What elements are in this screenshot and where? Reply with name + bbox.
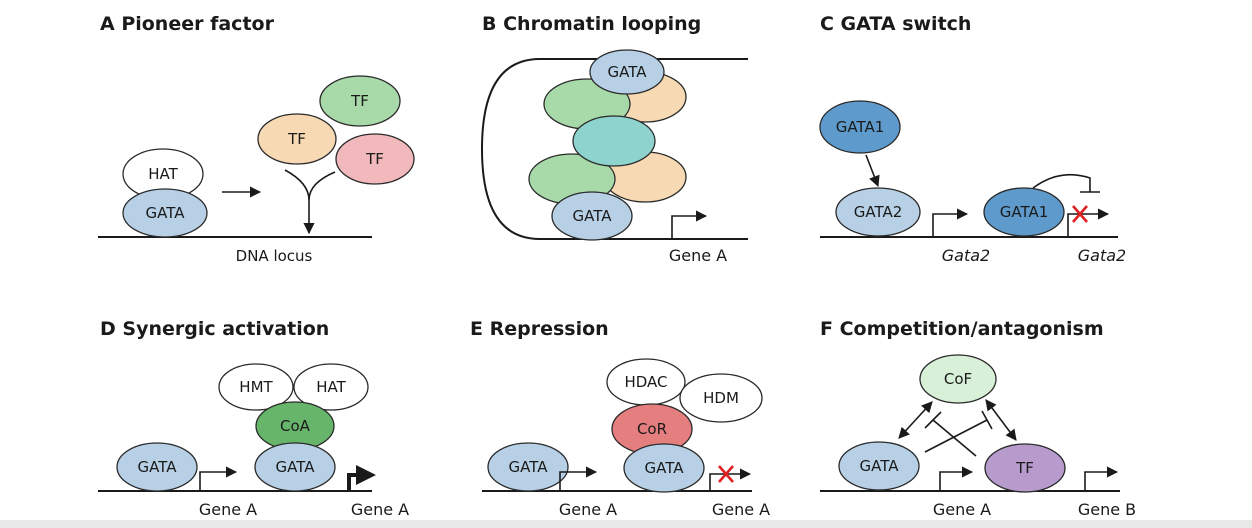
tf-inhibits-gata-bar bbox=[924, 411, 942, 429]
gene-a-repressed-promoter-arrow bbox=[709, 468, 752, 490]
tf-oval-pink bbox=[335, 133, 415, 185]
gata1-label-bound: GATA1 bbox=[1000, 203, 1049, 221]
hdm-oval bbox=[679, 373, 763, 423]
gata-oval-bottom bbox=[551, 191, 633, 241]
gata1-oval-free bbox=[819, 100, 901, 154]
gata-label: GATA bbox=[860, 457, 900, 475]
gene-b-label: Gene B bbox=[1078, 500, 1136, 519]
gata-label-bottom: GATA bbox=[573, 207, 613, 225]
gata-inhibits-tf-line bbox=[924, 419, 988, 453]
factor-oval-teal bbox=[572, 115, 656, 167]
gata-oval bbox=[122, 188, 208, 238]
merge-curve bbox=[284, 169, 336, 201]
hat-oval bbox=[293, 363, 369, 411]
tf-label-green: TF bbox=[350, 92, 369, 110]
cor-label: CoR bbox=[637, 420, 667, 438]
gata-label: GATA bbox=[146, 204, 186, 222]
hdm-label: HDM bbox=[703, 389, 739, 407]
gata-oval-left bbox=[487, 442, 569, 492]
repressed-x-icon bbox=[1072, 205, 1088, 223]
repression-curve bbox=[1032, 173, 1091, 192]
cof-oval bbox=[919, 354, 997, 404]
panel-d: D Synergic activation HMT HAT CoA GATA G… bbox=[98, 318, 409, 519]
panel-a: A Pioneer factor HAT GATA TF TF TF DNA l… bbox=[98, 13, 415, 265]
gata1-label-free: GATA1 bbox=[836, 118, 885, 136]
hdac-label: HDAC bbox=[624, 373, 667, 391]
gata-cof-arrow bbox=[898, 401, 933, 439]
gata-label-top: GATA bbox=[608, 63, 648, 81]
gata2-target-promoter-arrow bbox=[1067, 208, 1110, 236]
tf-oval-green bbox=[319, 75, 401, 127]
tf-label-orange: TF bbox=[287, 130, 306, 148]
panel-f: F Competition/antagonism CoF GATA TF Gen… bbox=[820, 318, 1136, 519]
panel-c: C GATA switch GATA1 GATA2 GATA1 Gata2 Ga… bbox=[819, 13, 1126, 265]
hmt-oval bbox=[218, 363, 294, 411]
dna-locus-label: DNA locus bbox=[236, 247, 313, 265]
gata-label-right: GATA bbox=[645, 459, 685, 477]
gata-oval-top bbox=[589, 49, 665, 95]
gene-b-promoter-arrow bbox=[1084, 466, 1119, 490]
tf-label: TF bbox=[1015, 459, 1034, 477]
tf-label-pink: TF bbox=[365, 150, 384, 168]
coa-label: CoA bbox=[280, 417, 311, 435]
gata2-gene-label-1: Gata2 bbox=[942, 246, 990, 265]
gata2-promoter-arrow bbox=[932, 208, 969, 236]
footer-bar bbox=[0, 520, 1252, 528]
panel-e-title: E Repression bbox=[470, 318, 609, 340]
gata-label-right: GATA bbox=[276, 458, 316, 476]
gata-oval-right bbox=[254, 442, 336, 492]
tf-oval bbox=[984, 443, 1066, 493]
gene-a-label-2: Gene A bbox=[712, 500, 770, 519]
gene-a-promoter-arrow bbox=[559, 466, 598, 490]
gene-a-promoter-arrow-strong bbox=[347, 465, 376, 490]
hmt-label: HMT bbox=[239, 378, 273, 396]
panel-b-title: B Chromatin looping bbox=[482, 13, 701, 35]
gata2-label: GATA2 bbox=[854, 203, 903, 221]
hat-label: HAT bbox=[316, 378, 346, 396]
repressed-x-icon bbox=[718, 465, 734, 483]
gata1-binding-arrow bbox=[865, 154, 880, 188]
gata-oval-left bbox=[116, 442, 198, 492]
gene-a-label-1: Gene A bbox=[199, 500, 257, 519]
gata1-oval-bound bbox=[983, 187, 1065, 237]
panel-a-title: A Pioneer factor bbox=[100, 13, 275, 35]
cof-tf-arrow bbox=[985, 399, 1017, 441]
gene-a-promoter-arrow bbox=[671, 210, 708, 238]
tf-oval-orange bbox=[257, 113, 337, 165]
gata-label-left: GATA bbox=[138, 458, 178, 476]
gene-a-label: Gene A bbox=[933, 500, 991, 519]
panel-b: B Chromatin looping GATA GATA Gene A bbox=[480, 13, 748, 265]
hat-label: HAT bbox=[148, 165, 178, 183]
gata-oval bbox=[838, 441, 920, 491]
tf-inhibits-gata-line bbox=[932, 419, 977, 457]
panel-d-title: D Synergic activation bbox=[100, 318, 329, 340]
gene-a-label-1: Gene A bbox=[559, 500, 617, 519]
gene-a-label-2: Gene A bbox=[351, 500, 409, 519]
gene-a-label: Gene A bbox=[669, 246, 727, 265]
cof-label: CoF bbox=[944, 370, 972, 388]
gata2-oval bbox=[835, 187, 921, 237]
gata-oval-right bbox=[623, 443, 705, 493]
panel-c-title: C GATA switch bbox=[820, 13, 971, 35]
gata2-gene-label-2: Gata2 bbox=[1078, 246, 1126, 265]
panel-e: E Repression HDAC HDM CoR GATA GATA Gene… bbox=[470, 318, 770, 519]
gata-label-left: GATA bbox=[509, 458, 549, 476]
chromatin-loop bbox=[480, 58, 748, 240]
panel-f-title: F Competition/antagonism bbox=[820, 318, 1104, 340]
gene-a-promoter-arrow bbox=[939, 466, 974, 490]
gene-a-promoter-arrow-weak bbox=[199, 466, 238, 490]
gata-inhibits-tf-bar bbox=[981, 410, 993, 430]
